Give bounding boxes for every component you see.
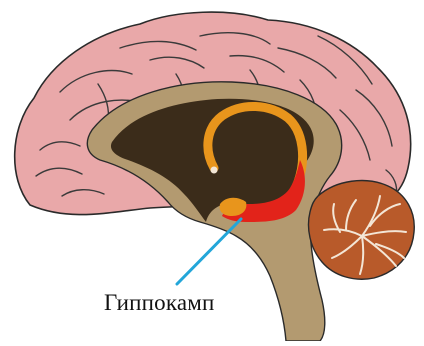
hippocampus-pointer-line bbox=[177, 219, 241, 284]
hippocampus-label: Гиппокамп bbox=[104, 290, 215, 316]
cerebellum bbox=[309, 181, 415, 280]
mammillary-body bbox=[211, 167, 218, 174]
